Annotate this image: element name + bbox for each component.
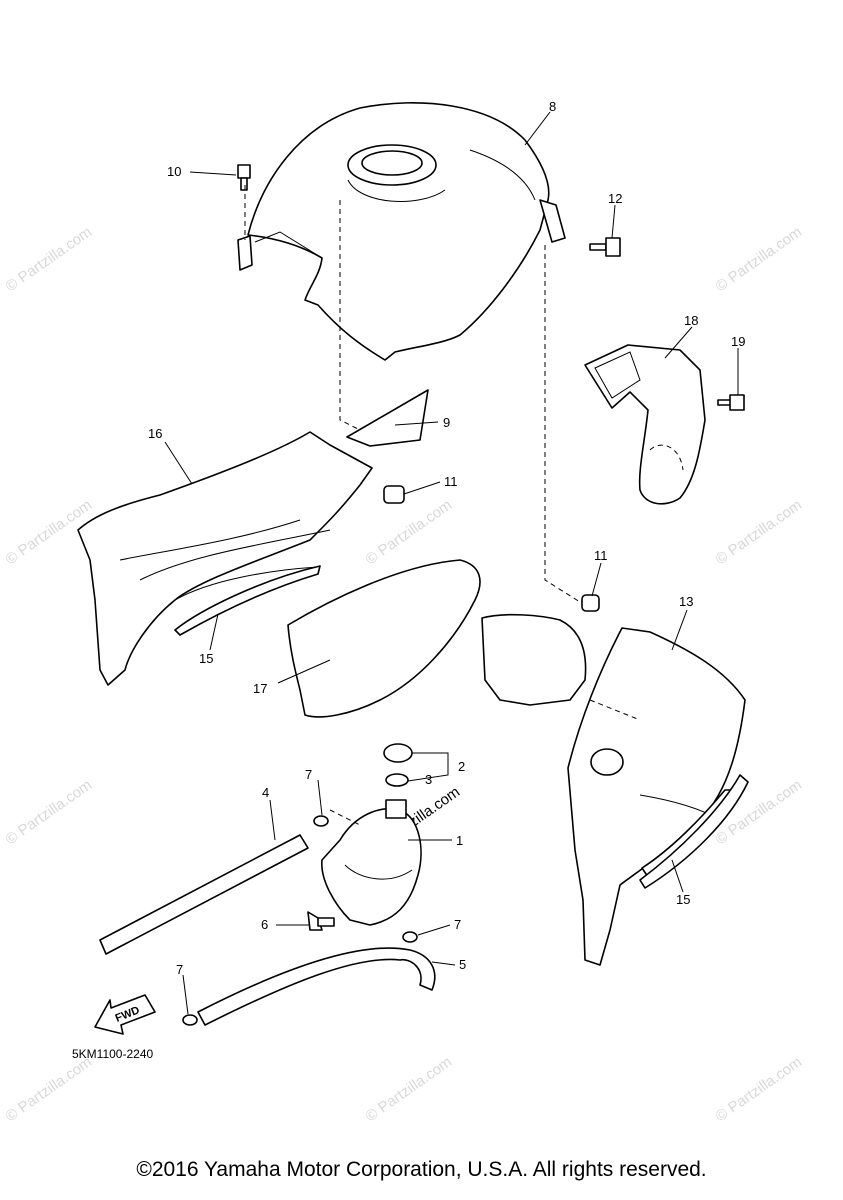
watermark: © Partzilla.com (3, 223, 96, 295)
callout-16: 16 (148, 426, 162, 441)
part-3-gasket (385, 773, 409, 787)
part-7-clamp (402, 931, 418, 943)
callout-15: 15 (199, 651, 213, 666)
callout-17: 17 (253, 681, 267, 696)
callout-9: 9 (443, 415, 450, 430)
callout-11: 11 (594, 548, 608, 563)
callout-labels: 8 10 12 18 19 9 16 11 11 13 15 17 2 3 7 … (148, 99, 745, 977)
part-18-air-duct (584, 344, 706, 505)
part-10-screw (237, 164, 251, 191)
callout-6: 6 (261, 917, 268, 932)
part-2-cap (383, 743, 413, 763)
part-11-grommet (383, 485, 405, 504)
part-7-clamp (313, 815, 329, 827)
part-15-trim (639, 774, 749, 889)
watermark: © Partzilla.com (3, 776, 96, 848)
assembly-lines (244, 185, 641, 826)
callout-13: 13 (679, 594, 693, 609)
callout-7: 7 (305, 767, 312, 782)
callout-2: 2 (458, 759, 465, 774)
callout-11: 11 (444, 474, 458, 489)
part-16-side-panel (77, 431, 373, 686)
part-11-grommet (581, 594, 600, 612)
callout-7: 7 (176, 962, 183, 977)
part-4-hose (99, 834, 309, 955)
part-12-bolt (589, 237, 621, 257)
callout-5: 5 (459, 957, 466, 972)
callout-18: 18 (684, 313, 698, 328)
part-8-tank-cover (237, 101, 566, 361)
callout-1: 1 (456, 833, 463, 848)
watermark: © Partzilla.com (363, 496, 456, 568)
callout-12: 12 (608, 191, 622, 206)
callout-10: 10 (167, 164, 181, 179)
part-13-decal (481, 613, 587, 706)
callout-8: 8 (549, 99, 556, 114)
part-6-bolt (307, 911, 335, 931)
fwd-arrow-icon: FWD (94, 994, 156, 1035)
callout-7: 7 (454, 917, 461, 932)
leader-lines (164, 111, 739, 1015)
watermark: © Partzilla.com (713, 496, 806, 568)
part-9-pad (346, 389, 429, 447)
watermark: © Partzilla.com (363, 1053, 456, 1125)
callout-3: 3 (425, 772, 432, 787)
watermark: © Partzilla.com (713, 1053, 806, 1125)
part-1-reservoir (321, 799, 422, 926)
part-13-side-panel (567, 627, 746, 966)
watermark: © Partzilla.com (3, 1053, 96, 1125)
part-19-bolt (717, 394, 745, 411)
watermark: © Partzilla.com (713, 223, 806, 295)
callout-4: 4 (262, 785, 269, 800)
copyright-notice: ©2016 Yamaha Motor Corporation, U.S.A. A… (136, 1158, 707, 1181)
part-17-panel (287, 559, 481, 718)
callout-19: 19 (731, 334, 745, 349)
part-7-clamp (182, 1014, 198, 1026)
callout-15: 15 (676, 892, 690, 907)
part-code: 5KM1100-2240 (72, 1047, 153, 1061)
part-5-hose (197, 947, 436, 1026)
